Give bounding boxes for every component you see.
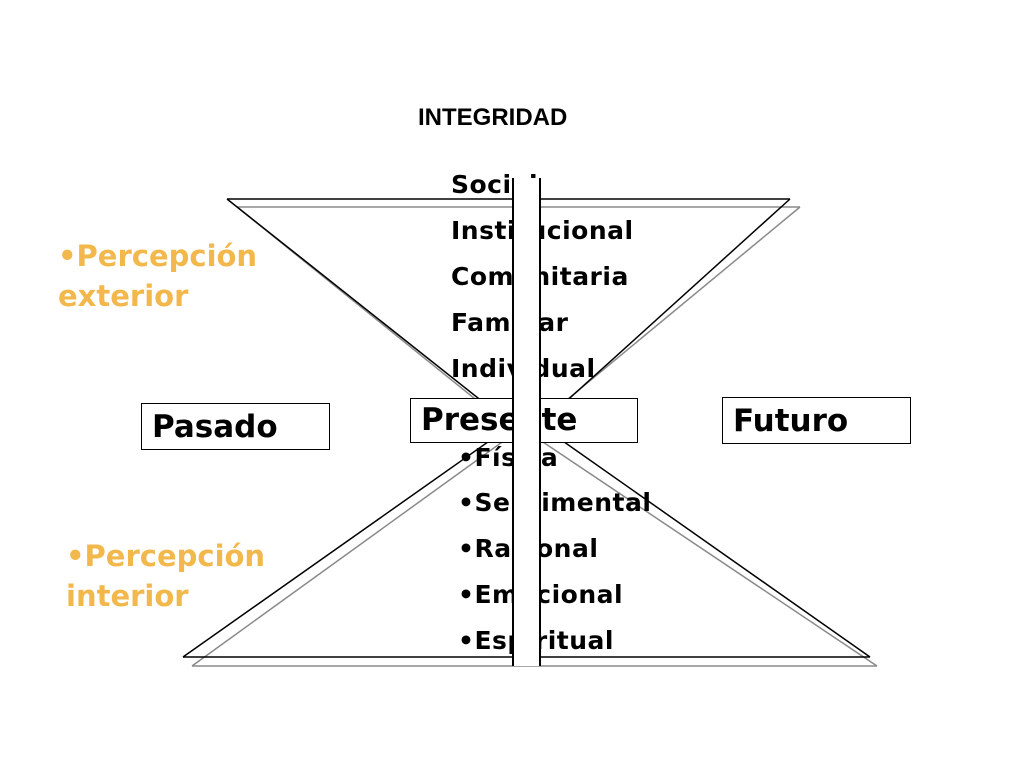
perception-interior-line2: interior <box>66 579 189 613</box>
past-box: Pasado <box>141 403 330 450</box>
present-axis-bar <box>512 178 541 666</box>
item-institucional: Institucional <box>451 216 634 245</box>
diagram-title: INTEGRIDAD <box>418 104 568 131</box>
item-sentimental: •Sentimental <box>458 488 652 517</box>
perception-exterior-line1: •Percepción <box>58 239 258 273</box>
item-familiar: Familiar <box>451 308 569 337</box>
hourglass-outline <box>182 198 871 658</box>
item-fisica: •Física <box>458 443 559 472</box>
future-box: Futuro <box>722 397 911 444</box>
perception-exterior-line2: exterior <box>58 279 189 313</box>
perception-exterior-label: •Percepción exterior <box>58 236 257 316</box>
perception-interior-label: •Percepción interior <box>66 536 265 616</box>
perception-interior-line1: •Percepción <box>66 539 266 573</box>
